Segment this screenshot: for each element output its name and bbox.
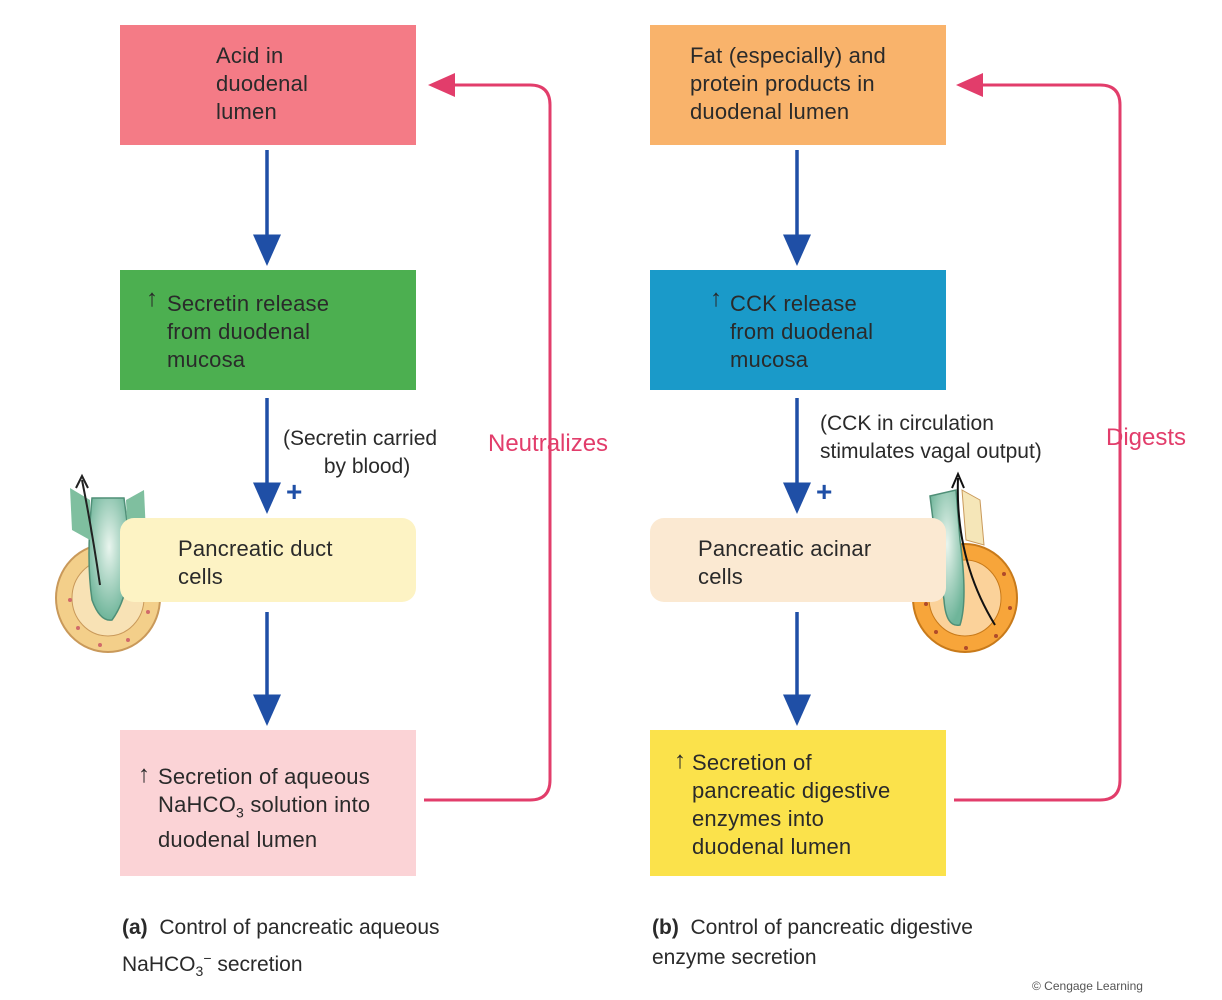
- caption-a: (a) Control of pancreatic aqueous NaHCO3…: [122, 916, 440, 980]
- pancreatic-duct-cells-box: Pancreatic duct cells: [120, 518, 416, 602]
- neutralizes-label: Neutralizes: [488, 430, 609, 457]
- secretin-carried-note: (Secretin carried by blood): [283, 427, 438, 478]
- secretin-box-text: Secretin release from duodenal mucosa: [167, 291, 330, 372]
- increase-arrow-icon: ↑: [674, 747, 687, 774]
- loop-digests: [954, 73, 1122, 802]
- digests-label: Digests: [1106, 424, 1187, 451]
- fat-box-text: Fat (especially) and protein products in…: [690, 43, 886, 124]
- cck-circulation-note: (CCK in circulation stimulates vagal out…: [820, 412, 1042, 463]
- acid-in-duodenal-lumen-box: Acid in duodenal lumen: [120, 25, 416, 145]
- aqueous-secretion-box: ↑ Secretion of aqueous NaHCO3 solution i…: [120, 730, 416, 876]
- caption-b: (b) Control of pancreatic digestive enzy…: [652, 916, 973, 969]
- copyright-credit: © Cengage Learning: [1032, 979, 1143, 993]
- loop-neutralizes: [424, 73, 552, 802]
- aqueous-box-text: Secretion of aqueous NaHCO3 solution int…: [158, 764, 371, 853]
- duct-box-text: Pancreatic duct cells: [178, 536, 333, 589]
- increase-arrow-icon: ↑: [138, 761, 151, 788]
- pancreatic-acinar-cells-box: Pancreatic acinar cells: [650, 518, 946, 602]
- cck-release-box: ↑ CCK release from duodenal mucosa: [650, 270, 946, 390]
- enzyme-box-text: Secretion of pancreatic digestive enzyme…: [692, 750, 891, 859]
- enzyme-secretion-box: ↑ Secretion of pancreatic digestive enzy…: [650, 730, 946, 876]
- increase-arrow-icon: ↑: [710, 285, 723, 312]
- secretin-release-box: ↑ Secretin release from duodenal mucosa: [120, 270, 416, 390]
- increase-arrow-icon: ↑: [146, 285, 159, 312]
- acinar-box-text: Pancreatic acinar cells: [698, 536, 872, 589]
- fat-protein-products-box: Fat (especially) and protein products in…: [650, 25, 946, 145]
- cck-box-text: CCK release from duodenal mucosa: [730, 291, 874, 372]
- stimulation-plus-a: +: [286, 476, 303, 507]
- acid-box-text: Acid in duodenal lumen: [216, 43, 309, 124]
- stimulation-plus-b: +: [816, 476, 833, 507]
